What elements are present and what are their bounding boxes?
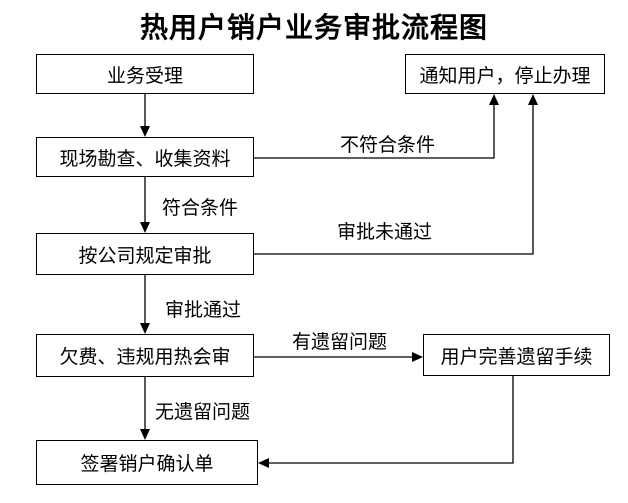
node-user-completes-procedures: 用户完善遗留手续 — [423, 334, 610, 376]
arrow-review-to-sign — [140, 377, 150, 440]
node-label: 用户完善遗留手续 — [440, 346, 593, 368]
page-title: 热用户销户业务审批流程图 — [139, 12, 488, 43]
arrow-survey-to-approve — [140, 177, 150, 233]
node-label: 业务受理 — [106, 65, 183, 87]
node-label: 现场勘查、收集资料 — [59, 148, 231, 170]
node-label: 签署销户确认单 — [80, 454, 214, 475]
node-arrears-violation-review: 欠费、违规用热会审 — [36, 334, 254, 377]
edge-label-qualified: 符合条件 — [162, 193, 239, 220]
arrow-review-to-complete — [254, 352, 423, 362]
node-business-acceptance: 业务受理 — [36, 54, 254, 94]
node-company-approval: 按公司规定审批 — [36, 233, 254, 275]
arrow-survey-to-notify — [254, 94, 499, 159]
edge-label-no-issues: 无遗留问题 — [155, 397, 251, 424]
node-label: 欠费、违规用热会审 — [59, 347, 231, 368]
arrow-approve-to-notify — [254, 94, 538, 255]
node-notify-user-stop: 通知用户，停止办理 — [405, 54, 605, 94]
edge-label-approval-passed: 审批通过 — [165, 295, 242, 322]
arrow-approve-to-review — [140, 275, 150, 334]
node-sign-cancellation-confirmation: 签署销户确认单 — [36, 440, 258, 485]
edge-label-not-qualified: 不符合条件 — [340, 130, 436, 157]
node-label: 按公司规定审批 — [78, 245, 212, 267]
arrow-complete-to-sign — [258, 376, 514, 468]
edge-label-has-issues: 有遗留问题 — [292, 327, 388, 354]
node-site-survey-collect-data: 现场勘查、收集资料 — [36, 137, 254, 177]
edge-label-approval-failed: 审批未通过 — [337, 217, 433, 244]
arrow-accept-to-survey — [140, 94, 150, 137]
node-label: 通知用户，停止办理 — [419, 65, 591, 87]
